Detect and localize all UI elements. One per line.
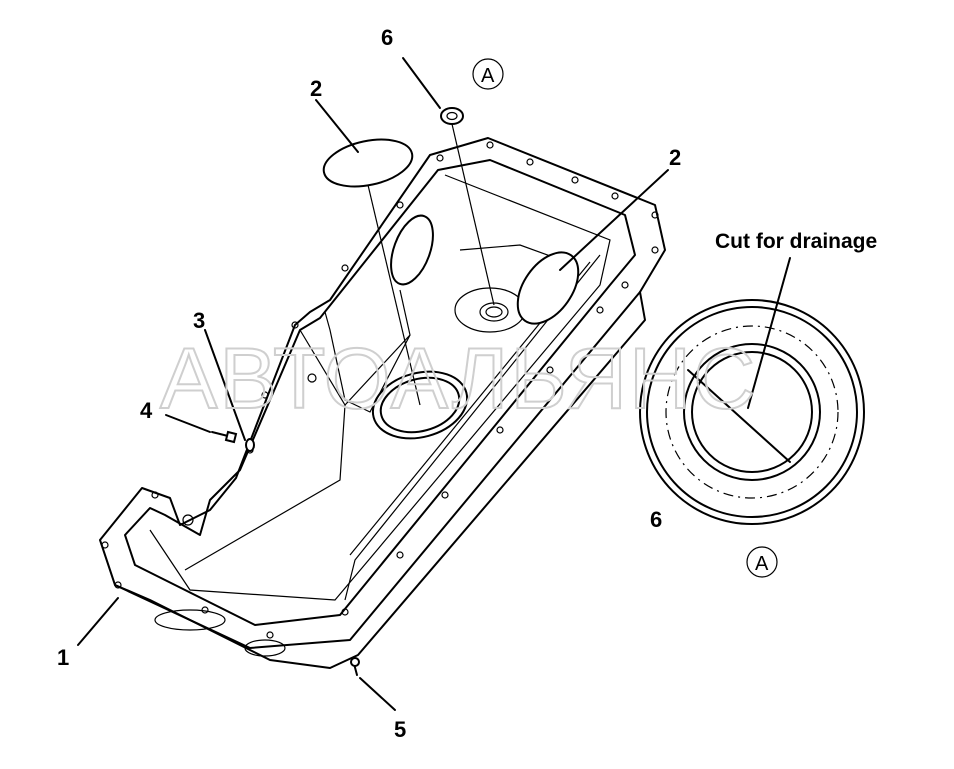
label-part-5: 5 — [394, 717, 406, 742]
label-part-2-top: 2 — [310, 76, 322, 101]
label-part-6-detail: 6 — [650, 507, 662, 532]
label-part-6-top: 6 — [381, 25, 393, 50]
callout-a-detail: A — [746, 546, 778, 578]
side-opening — [390, 214, 434, 286]
drain-plug-top — [440, 107, 464, 125]
svg-text:A: A — [755, 553, 769, 575]
leader-lines — [77, 57, 791, 711]
detail-view-a — [639, 299, 865, 525]
oil-pan-body — [99, 137, 666, 669]
drainage-note: Cut for drainage — [715, 230, 877, 253]
cover-plate-right — [516, 251, 580, 325]
callout-a-top: A — [472, 58, 504, 90]
assembly-line-plug — [451, 123, 495, 306]
drain-boss — [454, 287, 526, 333]
drain-bolt — [350, 657, 360, 676]
drainage-cut-line — [687, 369, 791, 463]
assembly-line-cover-top — [367, 184, 421, 406]
cover-plate-top — [322, 138, 414, 188]
label-part-1: 1 — [57, 645, 69, 670]
label-part-3: 3 — [193, 308, 205, 333]
bolt-and-washer — [211, 430, 255, 452]
label-part-4: 4 — [140, 398, 153, 423]
watermark: АВТОАЛЬЯНС — [160, 331, 757, 427]
label-part-2-right: 2 — [669, 145, 681, 170]
bottom-opening — [371, 370, 469, 440]
svg-text:A: A — [481, 65, 495, 87]
